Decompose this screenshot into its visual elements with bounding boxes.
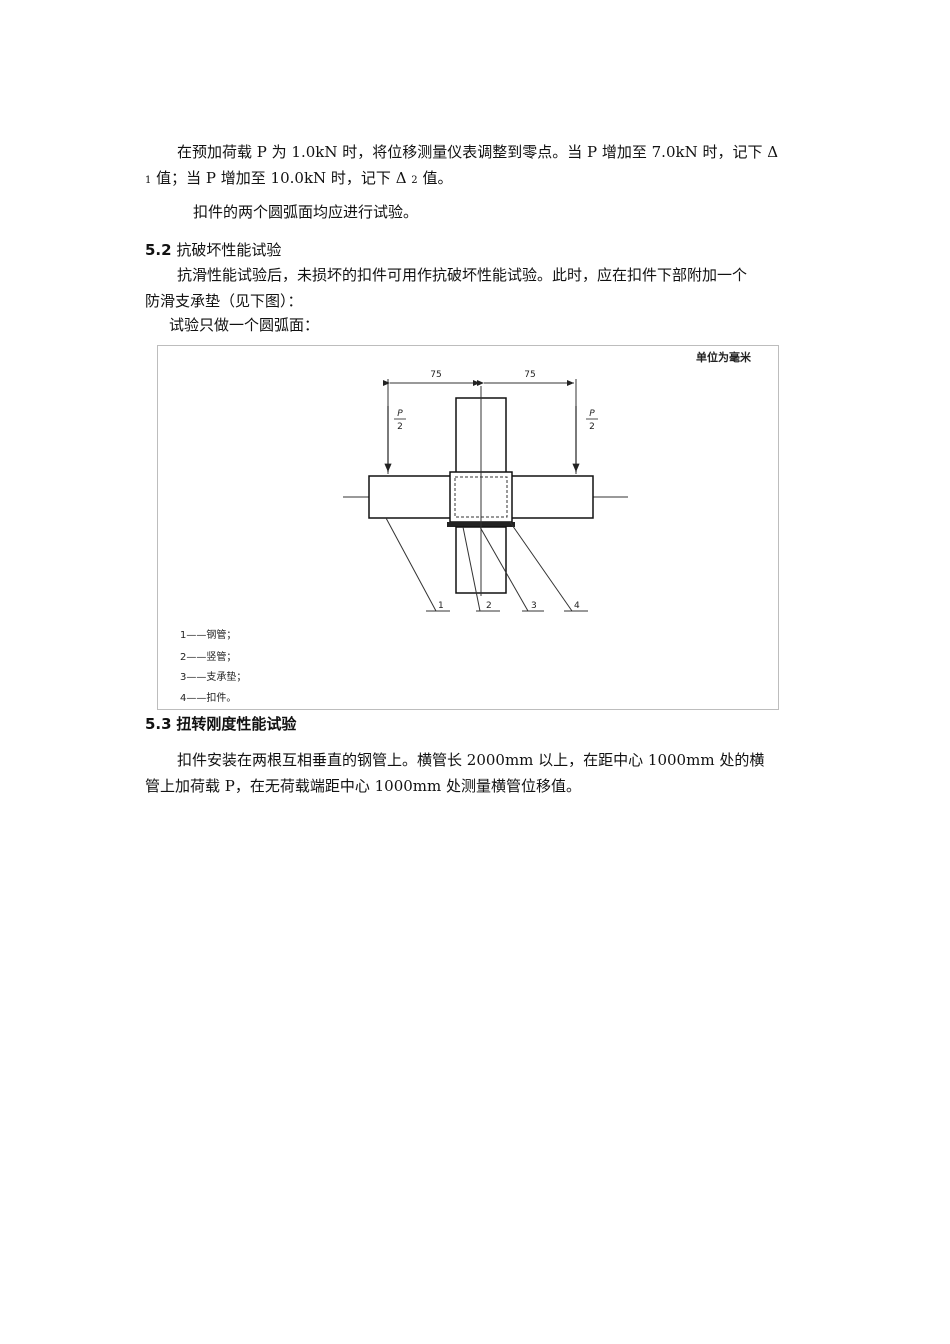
load-right-num: P	[589, 409, 595, 419]
load-right-den: 2	[589, 422, 595, 432]
legend-item-3: 3——支承垫；	[180, 670, 246, 683]
legend-item-2: 2——竖管；	[180, 650, 236, 663]
leader-1	[385, 517, 437, 612]
section-5-3-number: 5.3	[145, 715, 172, 733]
section-5-3-title: 扭转刚度性能试验	[176, 715, 297, 733]
callout-1: 1	[438, 601, 444, 611]
unit-note: 单位为毫米	[696, 350, 752, 364]
legend-item-1: 1——钢管；	[180, 628, 236, 641]
callout-2: 2	[486, 601, 492, 611]
section-5-2-title: 抗破坏性能试验	[176, 241, 282, 259]
section-5-2-heading: 5.2 抗破坏性能试验	[145, 240, 281, 260]
callout-3: 3	[531, 601, 537, 611]
load-left-num: P	[397, 409, 403, 419]
section-5-3-line2: 管上加荷载 P，在无荷载端距中心 1000mm 处测量横管位移值。	[145, 777, 582, 795]
section-5-2-line3: 试验只做一个圆弧面：	[169, 316, 320, 334]
section-5-3-line1: 扣件安装在两根互相垂直的钢管上。横管长 2000mm 以上，在距中心 1000m…	[177, 751, 765, 769]
para1-line1: 在预加荷载 P 为 1.0kN 时，将位移测量仪表调整到零点。当 P 增加至 7…	[177, 143, 779, 161]
callout-4: 4	[574, 601, 580, 611]
section-5-2-number: 5.2	[145, 241, 172, 259]
legend-item-4: 4——扣件。	[180, 691, 236, 704]
section-5-3-heading: 5.3 扭转刚度性能试验	[145, 714, 296, 734]
dim-right-label: 75	[524, 370, 535, 380]
load-left-den: 2	[397, 422, 403, 432]
para1-line2-a: 值；当 P 增加至 10.0kN 时，记下 Δ	[151, 169, 412, 187]
dim-left-label: 75	[430, 370, 441, 380]
delta1-subscript: 1	[145, 175, 152, 186]
leader-3	[479, 526, 529, 612]
para1-line2: 1 值；当 P 增加至 10.0kN 时，记下 Δ 2 值。	[145, 168, 452, 191]
leader-2	[462, 526, 481, 612]
section-5-2-line1: 抗滑性能试验后，未损坏的扣件可用作抗破坏性能试验。此时，应在扣件下部附加一个	[177, 266, 748, 284]
test-setup-figure: 单位为毫米 75 75 P 2 P 2	[157, 345, 779, 710]
para1-line2-b: 值。	[417, 169, 453, 187]
delta2-subscript: 2	[411, 175, 418, 186]
section-5-2-line2: 防滑支承垫（见下图）：	[145, 292, 303, 310]
leader-4	[509, 521, 573, 612]
test-setup-drawing: 单位为毫米 75 75 P 2 P 2	[180, 350, 752, 704]
para2: 扣件的两个圆弧面均应进行试验。	[193, 203, 419, 221]
